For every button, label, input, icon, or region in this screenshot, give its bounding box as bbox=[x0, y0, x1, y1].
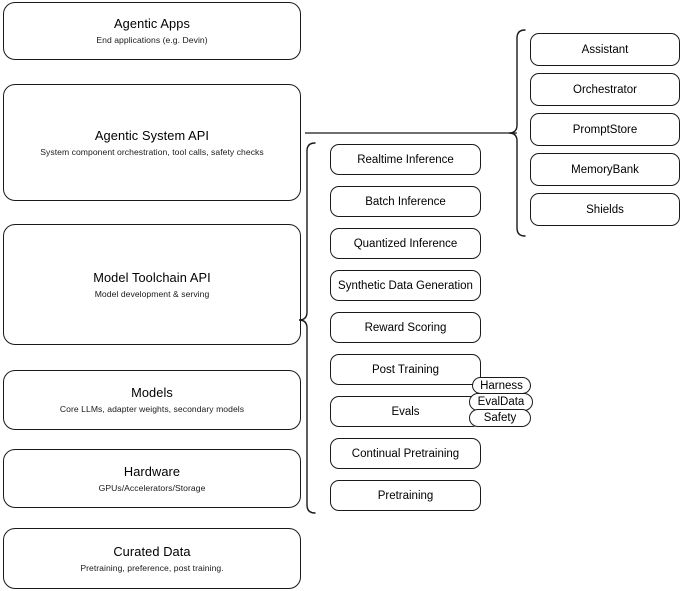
system-component-label: Shields bbox=[586, 203, 624, 216]
capability-label: Continual Pretraining bbox=[351, 447, 460, 460]
layer-subtitle: Core LLMs, adapter weights, secondary mo… bbox=[59, 404, 245, 415]
layer-subtitle: System component orchestration, tool cal… bbox=[40, 146, 264, 157]
capability-quantized-inference[interactable]: Quantized Inference bbox=[330, 228, 481, 259]
capability-label: Quantized Inference bbox=[353, 237, 458, 250]
brace-system-components bbox=[508, 29, 526, 237]
capability-continual-pretraining[interactable]: Continual Pretraining bbox=[330, 438, 481, 469]
system-component-memorybank[interactable]: MemoryBank bbox=[530, 153, 680, 186]
layer-subtitle: End applications (e.g. Devin) bbox=[96, 35, 208, 46]
layer-title: Agentic System API bbox=[94, 127, 210, 143]
capability-pretraining[interactable]: Pretraining bbox=[330, 480, 481, 511]
capability-label: Pretraining bbox=[377, 489, 434, 502]
evals-subitem-safety[interactable]: Safety bbox=[469, 409, 531, 427]
system-component-label: Orchestrator bbox=[573, 83, 637, 96]
system-component-label: PromptStore bbox=[572, 123, 638, 136]
layer-hardware[interactable]: Hardware GPUs/Accelerators/Storage bbox=[3, 449, 301, 508]
capability-synthetic-data-generation[interactable]: Synthetic Data Generation bbox=[330, 270, 481, 301]
layer-agentic-apps[interactable]: Agentic Apps End applications (e.g. Devi… bbox=[3, 2, 301, 60]
layer-model-toolchain-api[interactable]: Model Toolchain API Model development & … bbox=[3, 224, 301, 345]
capability-label: Synthetic Data Generation bbox=[338, 279, 473, 292]
layer-models[interactable]: Models Core LLMs, adapter weights, secon… bbox=[3, 370, 301, 430]
layer-title: Agentic Apps bbox=[114, 16, 190, 32]
layer-subtitle: GPUs/Accelerators/Storage bbox=[98, 482, 206, 493]
capability-post-training[interactable]: Post Training bbox=[330, 354, 481, 385]
layer-curated-data[interactable]: Curated Data Pretraining, preference, po… bbox=[3, 528, 301, 589]
layer-title: Hardware bbox=[123, 463, 181, 479]
system-component-label: Assistant bbox=[581, 43, 629, 56]
capability-label: Realtime Inference bbox=[357, 153, 454, 166]
capability-evals[interactable]: Evals bbox=[330, 396, 481, 427]
layer-subtitle: Model development & serving bbox=[94, 288, 210, 299]
evals-subitem-label: EvalData bbox=[477, 396, 525, 408]
capability-label: Evals bbox=[391, 405, 420, 418]
layer-agentic-system-api[interactable]: Agentic System API System component orch… bbox=[3, 84, 301, 201]
evals-subitem-harness[interactable]: Harness bbox=[472, 377, 531, 394]
system-component-assistant[interactable]: Assistant bbox=[530, 33, 680, 66]
evals-subitem-label: Safety bbox=[483, 412, 517, 424]
layer-title: Models bbox=[131, 385, 173, 401]
brace-toolchain-capabilities bbox=[298, 142, 316, 514]
capability-label: Post Training bbox=[371, 363, 440, 376]
layer-title: Curated Data bbox=[113, 543, 191, 559]
layer-title: Model Toolchain API bbox=[93, 269, 211, 285]
capability-batch-inference[interactable]: Batch Inference bbox=[330, 186, 481, 217]
system-component-shields[interactable]: Shields bbox=[530, 193, 680, 226]
evals-subitem-label: Harness bbox=[480, 379, 523, 392]
system-component-orchestrator[interactable]: Orchestrator bbox=[530, 73, 680, 106]
layer-subtitle: Pretraining, preference, post training. bbox=[80, 562, 224, 573]
capability-reward-scoring[interactable]: Reward Scoring bbox=[330, 312, 481, 343]
system-component-promptstore[interactable]: PromptStore bbox=[530, 113, 680, 146]
capability-label: Reward Scoring bbox=[364, 321, 447, 334]
system-component-label: MemoryBank bbox=[571, 163, 639, 176]
capability-label: Batch Inference bbox=[365, 195, 446, 208]
capability-realtime-inference[interactable]: Realtime Inference bbox=[330, 144, 481, 175]
